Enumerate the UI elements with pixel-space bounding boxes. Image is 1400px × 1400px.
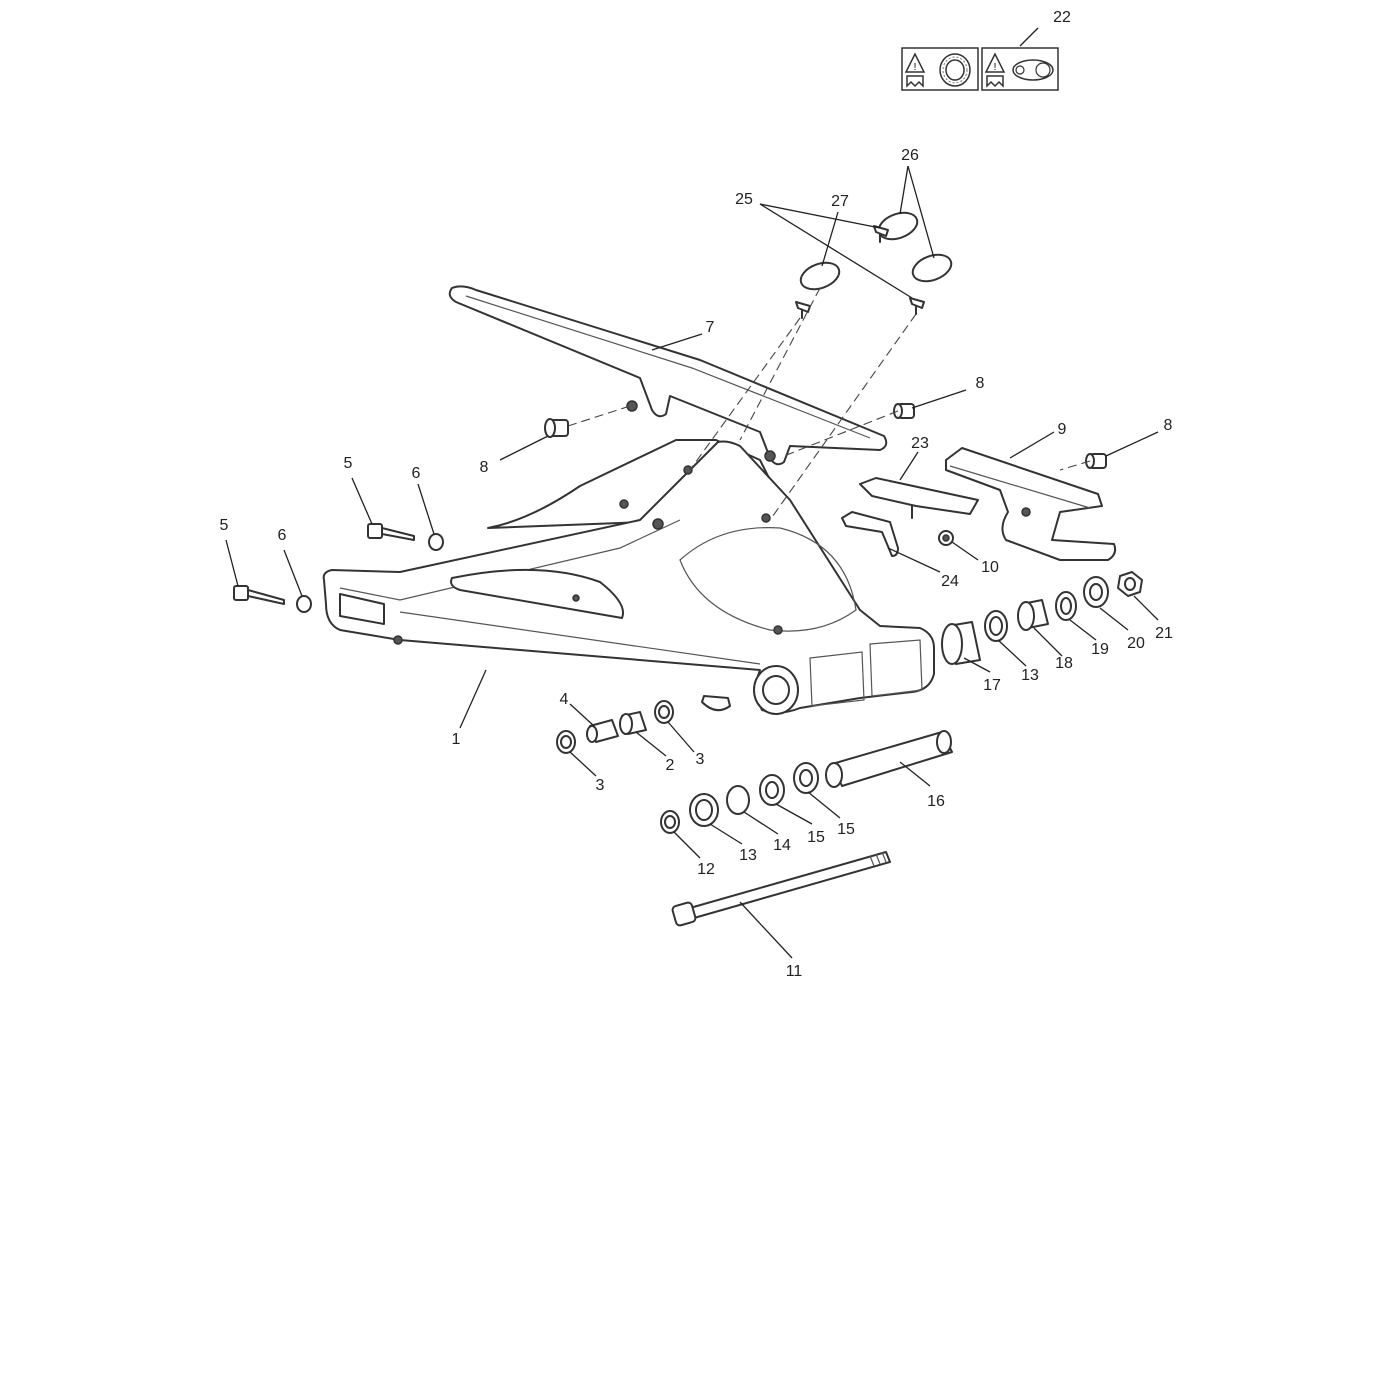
warning-triangle-icon: ! [904, 52, 926, 88]
callout-19: 19 [1091, 641, 1109, 658]
pivot-tube-16 [825, 730, 953, 788]
reflector-26-lower [911, 253, 953, 283]
callout-14: 14 [773, 837, 791, 854]
callout-27: 27 [831, 193, 849, 210]
circlip-14 [726, 785, 750, 815]
washer-19 [1055, 591, 1077, 621]
callout-labels: 22 25 27 26 7 8 8 8 9 23 5 6 5 6 10 24 1… [220, 9, 1173, 980]
callout-15-left: 15 [807, 829, 825, 846]
callout-4: 4 [560, 691, 569, 708]
seal-3-lower [556, 730, 576, 754]
callout-9: 9 [1058, 421, 1067, 438]
swingarm [322, 439, 935, 715]
seal-3-upper [654, 700, 674, 724]
callout-3-lower: 3 [596, 777, 605, 794]
screw-25-right [909, 297, 925, 315]
washer-15-left [759, 774, 785, 806]
callout-1: 1 [452, 731, 461, 748]
svg-text:!: ! [994, 62, 997, 73]
callout-17: 17 [983, 677, 1001, 694]
nut-10 [938, 530, 954, 546]
callout-3-upper: 3 [696, 751, 705, 768]
leader-lines [225, 27, 1159, 959]
bolt-5-lower [233, 585, 285, 605]
reflector-27 [799, 261, 841, 291]
callout-7: 7 [706, 319, 715, 336]
nut-21 [1117, 571, 1143, 597]
bolt-8c [1085, 453, 1107, 469]
callout-11: 11 [786, 963, 803, 980]
callout-25: 25 [735, 191, 753, 208]
callout-8-a: 8 [480, 459, 489, 476]
callout-22: 22 [1053, 9, 1071, 26]
callout-16: 16 [927, 793, 945, 810]
screw-25-left [795, 301, 811, 319]
callout-8-b: 8 [976, 375, 985, 392]
pivot-spindle-11 [671, 851, 891, 927]
chain-guide-23 [859, 477, 979, 519]
callout-2: 2 [666, 757, 675, 774]
callout-5-upper: 5 [344, 455, 353, 472]
nut-6-upper [428, 533, 444, 551]
callout-26: 26 [901, 147, 919, 164]
callout-20: 20 [1127, 635, 1145, 652]
callout-6-upper: 6 [412, 465, 421, 482]
assembly-lines [567, 287, 1091, 521]
callout-23: 23 [911, 435, 929, 452]
callout-13-lower: 13 [739, 847, 757, 864]
callout-12: 12 [697, 861, 715, 878]
service-kit-icons: ! ! [901, 47, 1059, 91]
callout-18: 18 [1055, 655, 1073, 672]
bearing-icon [939, 53, 971, 87]
callout-5-lower: 5 [220, 517, 229, 534]
callout-24: 24 [941, 573, 959, 590]
chain-slipper [945, 447, 1117, 561]
callout-8-c: 8 [1164, 417, 1173, 434]
reflector-26-upper [877, 211, 919, 241]
callout-15-right: 15 [837, 821, 855, 838]
washer-15-right [793, 762, 819, 794]
bushing-2 [619, 711, 647, 735]
chain-icon [1012, 59, 1054, 81]
washer-20 [1083, 576, 1109, 608]
screw-25-upper [873, 225, 889, 243]
callout-21: 21 [1155, 625, 1173, 642]
chain-guard [448, 285, 888, 466]
seal-13-lower [689, 793, 719, 827]
callout-10: 10 [981, 559, 999, 576]
warning-triangle-icon: ! [984, 52, 1006, 88]
bushing-17 [941, 621, 981, 665]
bolt-5-upper [367, 523, 415, 541]
svg-text:!: ! [914, 62, 917, 73]
callout-6-lower: 6 [278, 527, 287, 544]
sleeve-4 [586, 719, 619, 743]
seal-13-right [984, 610, 1008, 642]
bolt-8a [544, 418, 569, 438]
seal-12 [660, 810, 680, 834]
callout-13-right: 13 [1021, 667, 1039, 684]
spacer-18 [1017, 599, 1049, 631]
nut-6-lower [296, 595, 312, 613]
